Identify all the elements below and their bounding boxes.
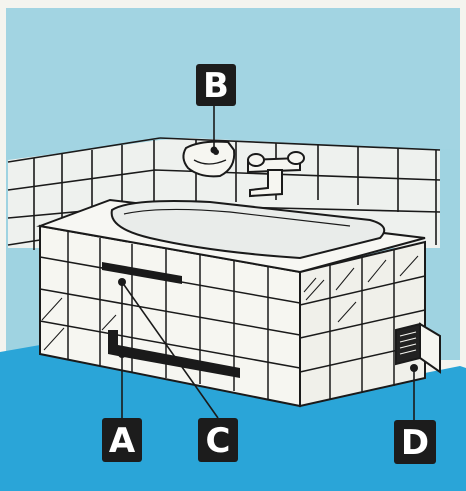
label-a: A <box>102 418 142 462</box>
label-a-text: A <box>109 421 136 461</box>
access-hatch-icon <box>396 324 420 364</box>
sink-icon <box>183 142 234 177</box>
label-d: D <box>394 420 436 464</box>
label-b: B <box>196 64 236 106</box>
panel-foot-left <box>108 330 118 356</box>
label-c-text: C <box>206 421 231 461</box>
label-d-text: D <box>401 423 429 463</box>
label-b-text: B <box>203 66 229 106</box>
label-c: C <box>198 418 238 462</box>
